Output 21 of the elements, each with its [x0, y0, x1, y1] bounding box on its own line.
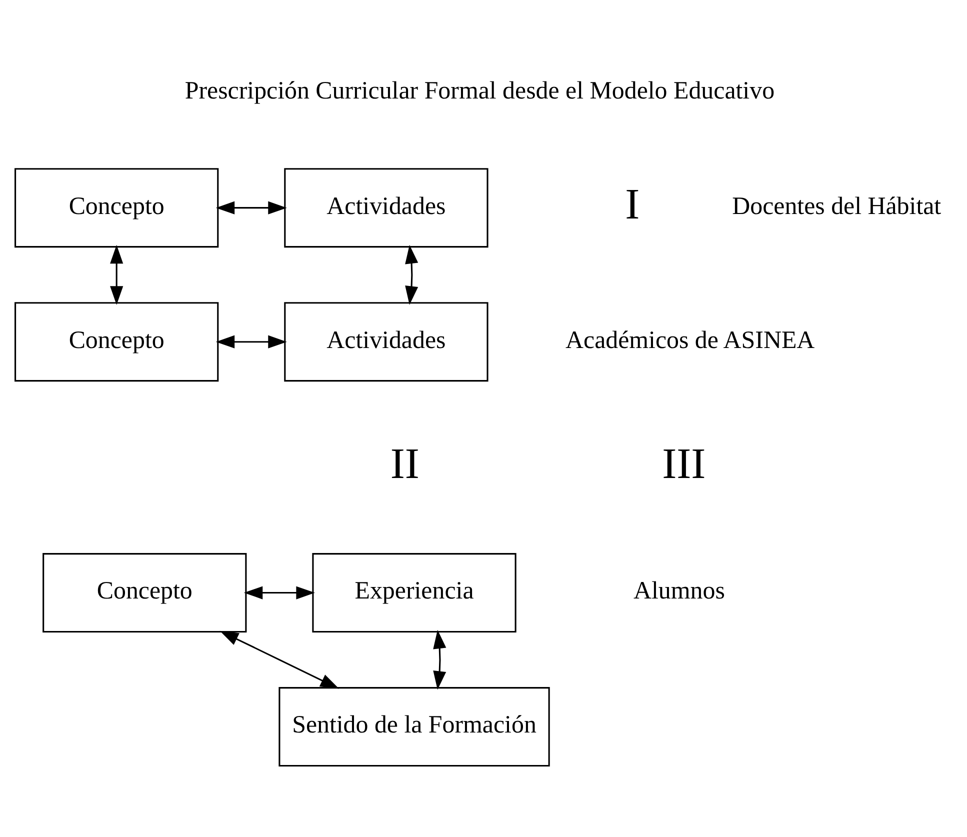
label: I	[624, 180, 640, 228]
label: III	[662, 440, 706, 488]
label: II	[390, 440, 419, 488]
node-box: Concepto	[14, 168, 218, 248]
label: Académicos de ASINEA	[565, 326, 814, 354]
arrow	[243, 586, 314, 599]
arrow	[215, 200, 286, 214]
arrow	[110, 244, 123, 304]
node-box: Actividades	[284, 302, 488, 382]
arrow	[219, 630, 339, 688]
node-box: Experiencia	[312, 552, 516, 632]
label: Docentes del Hábitat	[732, 192, 941, 220]
arrow	[404, 244, 418, 304]
node-box: Actividades	[284, 168, 488, 248]
node-box: Concepto	[42, 552, 246, 632]
arrow	[432, 629, 446, 690]
node-box: Concepto	[14, 302, 218, 382]
label: Prescripción Curricular Formal desde el Modelo Educativo	[184, 76, 774, 104]
label: Alumnos	[633, 577, 724, 604]
arrow	[215, 334, 286, 348]
node-box: Sentido de la Formación	[278, 686, 550, 766]
